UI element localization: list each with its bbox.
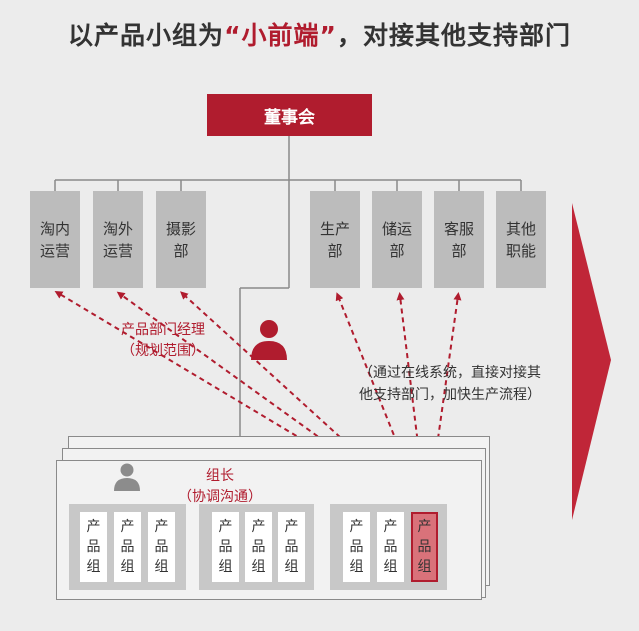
product-group-box: 产品组 [245,512,272,582]
dept-box-photo: 摄影部 [156,191,206,288]
pg-line2: 组 [154,559,169,575]
leader-note: 组长 （协调沟通） [160,466,280,508]
person-icon [251,320,287,360]
product-group-box: 产品组 [377,512,404,582]
dept-line2: 部 [173,241,189,260]
title-prefix: 以产品小组为 [68,21,225,50]
dept-line2: 部 [327,241,343,260]
product-group-box: 产品组 [278,512,305,582]
pg-line2: 组 [218,559,233,575]
dept-line1: 其他 [505,219,536,238]
product-group-box: 产品组 [343,512,370,582]
dept-line2: 部 [451,241,467,260]
pg-line1: 产品 [349,519,364,555]
pg-line1: 产品 [86,519,101,555]
pg-line2: 组 [251,559,266,575]
person-icon [114,463,140,491]
pg-line1: 产品 [120,519,135,555]
dept-box-taonei: 淘内运营 [30,191,80,288]
leader-note-line1: 组长 [206,468,234,484]
pg-line2: 组 [86,559,101,575]
pg-line1: 产品 [218,519,233,555]
dept-box-taowai: 淘外运营 [93,191,143,288]
dept-box-logistics: 储运部 [372,191,422,288]
title-highlight: “小前端” [224,21,337,50]
dept-line2: 部 [389,241,405,260]
system-note: （通过在线系统，直接对接其 他支持部门，加快生产流程） [330,362,570,406]
dept-line1: 生产 [319,219,350,238]
dept-line2: 运营 [102,241,133,260]
manager-note-line1: 产品部门经理 [121,322,205,338]
dept-line1: 摄影 [165,219,196,238]
pg-line1: 产品 [251,519,266,555]
pg-line2: 组 [120,559,135,575]
manager-note-line2: （规划范围） [121,343,205,359]
product-group-box-highlighted: 产品组 [411,512,438,582]
product-group-box: 产品组 [148,512,175,582]
leader-note-line2: （协调沟通） [178,489,262,505]
pg-line1: 产品 [383,519,398,555]
pg-line1: 产品 [417,519,432,555]
pg-line2: 组 [417,559,432,575]
system-note-line1: （通过在线系统，直接对接其 [359,365,541,381]
dept-line1: 淘内 [39,219,70,238]
title-suffix: ，对接其他支持部门 [336,21,571,50]
pg-line1: 产品 [154,519,169,555]
dept-box-service: 客服部 [434,191,484,288]
pg-line2: 组 [349,559,364,575]
pg-line2: 组 [383,559,398,575]
product-group-box: 产品组 [80,512,107,582]
system-note-line2: 他支持部门，加快生产流程） [359,387,541,403]
dept-box-production: 生产部 [310,191,360,288]
dept-line1: 客服 [443,219,474,238]
dept-box-other: 其他职能 [496,191,546,288]
dept-line1: 储运 [381,219,412,238]
dept-line2: 职能 [505,241,536,260]
pg-line2: 组 [284,559,299,575]
product-group-box: 产品组 [212,512,239,582]
dept-line1: 淘外 [102,219,133,238]
manager-note: 产品部门经理 （规划范围） [103,320,223,362]
arrow-right-icon [572,203,611,520]
product-group-box: 产品组 [114,512,141,582]
page-title: 以产品小组为“小前端”，对接其他支持部门 [0,16,639,52]
dept-line2: 运营 [39,241,70,260]
board-box: 董事会 [207,94,372,136]
pg-line1: 产品 [284,519,299,555]
board-label: 董事会 [264,107,315,128]
